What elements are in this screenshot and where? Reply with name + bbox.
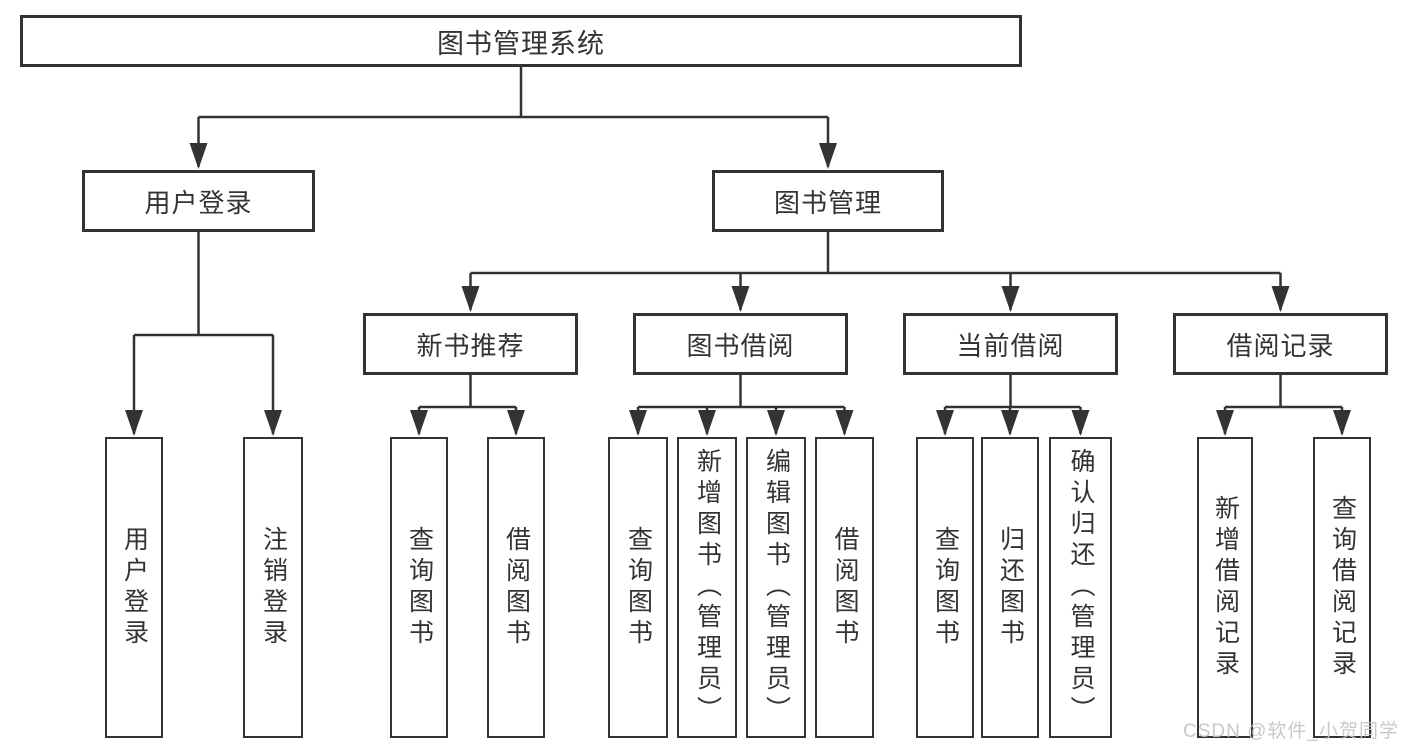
leaf-borrow-books-borrowing: 借阅图书 xyxy=(815,437,874,738)
leaf-borrow-books-recommend: 借阅图书 xyxy=(487,437,545,738)
leaf-query-books-current: 查询图书 xyxy=(916,437,974,738)
node-library-system: 图书管理系统 xyxy=(20,15,1022,67)
node-borrowing-records: 借阅记录 xyxy=(1173,313,1388,375)
leaf-user-login: 用户登录 xyxy=(105,437,163,738)
leaf-return-books: 归还图书 xyxy=(981,437,1039,738)
leaf-logout: 注销登录 xyxy=(243,437,303,738)
leaf-confirm-return-admin: 确认归还（管理员） xyxy=(1049,437,1112,738)
leaf-query-borrow-record: 查询借阅记录 xyxy=(1313,437,1371,738)
node-user-login: 用户登录 xyxy=(82,170,315,232)
node-book-borrowing: 图书借阅 xyxy=(633,313,848,375)
watermark: CSDN @软件_小贺同学 xyxy=(1183,721,1399,742)
node-new-book-recommend: 新书推荐 xyxy=(363,313,578,375)
leaf-add-book-admin: 新增图书（管理员） xyxy=(677,437,737,738)
node-current-borrowing: 当前借阅 xyxy=(903,313,1118,375)
node-book-management: 图书管理 xyxy=(712,170,944,232)
leaf-edit-book-admin: 编辑图书（管理员） xyxy=(746,437,806,738)
leaf-query-books-borrowing: 查询图书 xyxy=(608,437,668,738)
leaf-add-borrow-record: 新增借阅记录 xyxy=(1197,437,1253,738)
leaf-query-books-recommend: 查询图书 xyxy=(390,437,448,738)
